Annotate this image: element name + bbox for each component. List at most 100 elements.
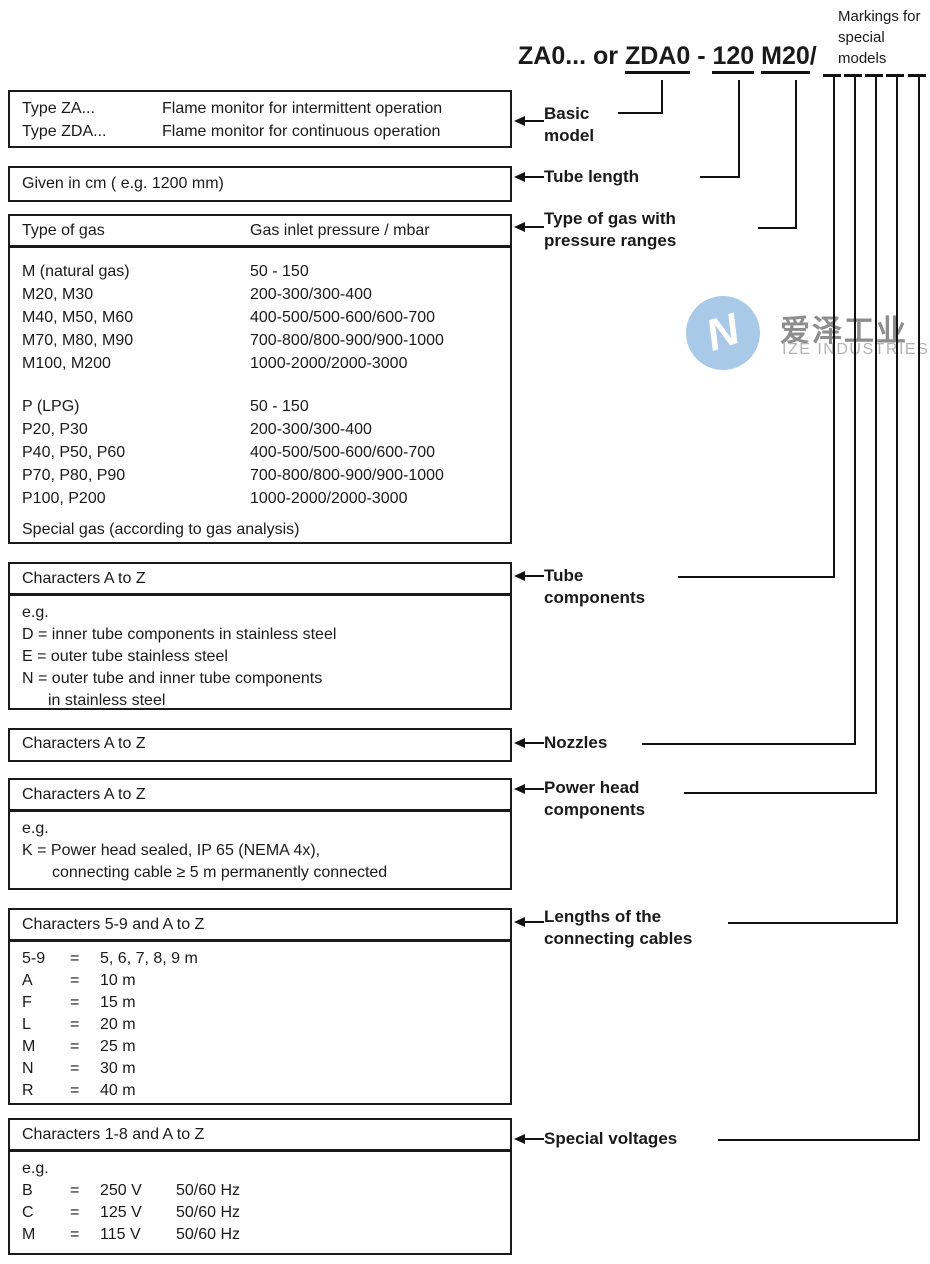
example-line: K = Power head sealed, IP 65 (NEMA 4x), [22, 842, 321, 859]
table-row: P70, P80, P90 700-800/800-900/900-1000 [22, 464, 498, 487]
char-cell: C [22, 1204, 34, 1221]
example-line: D = inner tube components in stainless s… [22, 626, 337, 643]
arrow-left-icon [514, 172, 544, 182]
length-cell: 30 m [100, 1060, 136, 1077]
length-cell: 20 m [100, 1016, 136, 1033]
label-gas-type: Type of gas with pressure ranges [544, 209, 677, 250]
equals-cell: = [70, 1082, 80, 1099]
gas-types-cell: M70, M80, M90 [22, 332, 134, 349]
code-slash: / [809, 42, 817, 70]
equals-cell: = [70, 1016, 80, 1033]
equals-cell: = [70, 1060, 80, 1077]
equals-cell: = [70, 994, 80, 1011]
code-prefix: ZA0... or [518, 42, 625, 70]
example-line-continuation: in stainless steel [48, 692, 166, 709]
tick-mark [844, 74, 862, 77]
pressure-cell: 400-500/500-600/600-700 [250, 309, 436, 326]
gas-types-cell: P70, P80, P90 [22, 467, 126, 484]
tube-length-text: Given in cm ( e.g. 1200 mm) [22, 175, 224, 192]
tick-mark [823, 74, 841, 77]
pressure-cell: 1000-2000/2000-3000 [250, 355, 408, 372]
connector-nozzles [642, 77, 856, 745]
gas-types-cell: M100, M200 [22, 355, 111, 372]
connector-cables [728, 77, 898, 924]
label-basic-model: Basic model [544, 104, 595, 145]
example-line: E = outer tube stainless steel [22, 648, 228, 665]
code-gas-type: M20 [761, 42, 810, 74]
box-header: Characters A to Z [10, 780, 510, 812]
box-header: Characters A to Z [10, 564, 510, 596]
desc-cell: Flame monitor for intermittent operation [162, 100, 443, 117]
special-gas-note: Special gas (according to gas analysis) [22, 521, 300, 538]
desc-cell: Flame monitor for continuous operation [162, 123, 441, 140]
gas-type-box: Type of gas Gas inlet pressure / mbar M … [8, 214, 512, 544]
cable-lengths-box: Characters 5-9 and A to Z 5-9=5, 6, 7, 8… [8, 908, 512, 1105]
connector-voltages [718, 77, 920, 1141]
basic-model-box: Type ZA... Flame monitor for intermitten… [8, 90, 512, 148]
pressure-cell: 1000-2000/2000-3000 [250, 490, 408, 507]
table-row: A = 10 m [22, 970, 498, 992]
pressure-cell: 700-800/800-900/900-1000 [250, 467, 444, 484]
box-header: Characters A to Z [22, 735, 146, 752]
gas-types-cell: M20, M30 [22, 286, 94, 303]
voltage-cell: 125 V [100, 1204, 142, 1221]
box-header: Characters 1-8 and A to Z [10, 1120, 510, 1152]
length-cell: 40 m [100, 1082, 136, 1099]
table-row: Type ZA... Flame monitor for intermitten… [22, 97, 498, 120]
label-cables: Lengths of the connecting cables [544, 907, 693, 948]
code-basic-model: ZDA0 [624, 42, 691, 74]
equals-cell: = [70, 1182, 80, 1199]
voltage-cell: 115 V [100, 1226, 141, 1243]
equals-cell: = [70, 1204, 80, 1221]
gas-types-cell: P (LPG) [22, 398, 80, 415]
connector-tube-components [678, 77, 835, 578]
frequency-cell: 50/60 Hz [176, 1226, 241, 1243]
equals-cell: = [70, 972, 80, 989]
pressure-cell: 50 - 150 [250, 398, 309, 415]
table-row: M20, M30 200-300/300-400 [22, 283, 498, 306]
char-cell: L [22, 1016, 31, 1033]
example-line: e.g. [22, 604, 49, 621]
char-cell: R [22, 1082, 34, 1099]
char-cell: F [22, 994, 32, 1011]
length-cell: 25 m [100, 1038, 136, 1055]
pressure-cell: 200-300/300-400 [250, 286, 372, 303]
gas-table-header: Type of gas Gas inlet pressure / mbar [10, 216, 510, 248]
type-cell: Type ZDA... [22, 123, 107, 140]
gas-types-cell: P20, P30 [22, 421, 88, 438]
frequency-cell: 50/60 Hz [176, 1182, 241, 1199]
length-cell: 15 m [100, 994, 136, 1011]
label-tube-length: Tube length [544, 167, 640, 186]
arrow-left-icon [514, 571, 544, 581]
table-row: M=25 m [22, 1036, 498, 1058]
char-cell: A [22, 972, 33, 989]
equals-cell: = [70, 950, 80, 967]
char-cell: N [22, 1060, 34, 1077]
equals-cell: = [70, 1226, 80, 1243]
watermark-chinese-text: 爱泽工业 [780, 315, 908, 348]
example-line: N = outer tube and inner tube components [22, 670, 323, 687]
table-row: M70, M80, M90 700-800/800-900/900-1000 [22, 329, 498, 352]
connector-tube-length [700, 80, 740, 178]
nozzles-box: Characters A to Z [8, 728, 512, 762]
arrow-left-icon [514, 784, 544, 794]
example-line: e.g. [22, 1160, 49, 1177]
length-cell: 10 m [100, 972, 136, 989]
type-cell: Type ZA... [22, 100, 95, 117]
example-line: e.g. [22, 820, 49, 837]
example-line-continuation: connecting cable ≥ 5 m permanently conne… [52, 864, 388, 881]
tick-mark [886, 74, 904, 77]
voltage-cell: 250 V [100, 1182, 142, 1199]
tube-components-box: Characters A to Z e.g. D = inner tube co… [8, 562, 512, 710]
code-dash: - [690, 42, 713, 70]
length-cell: 5, 6, 7, 8, 9 m [100, 950, 198, 967]
pressure-cell: 700-800/800-900/900-1000 [250, 332, 444, 349]
connector-basic-model [618, 80, 663, 114]
